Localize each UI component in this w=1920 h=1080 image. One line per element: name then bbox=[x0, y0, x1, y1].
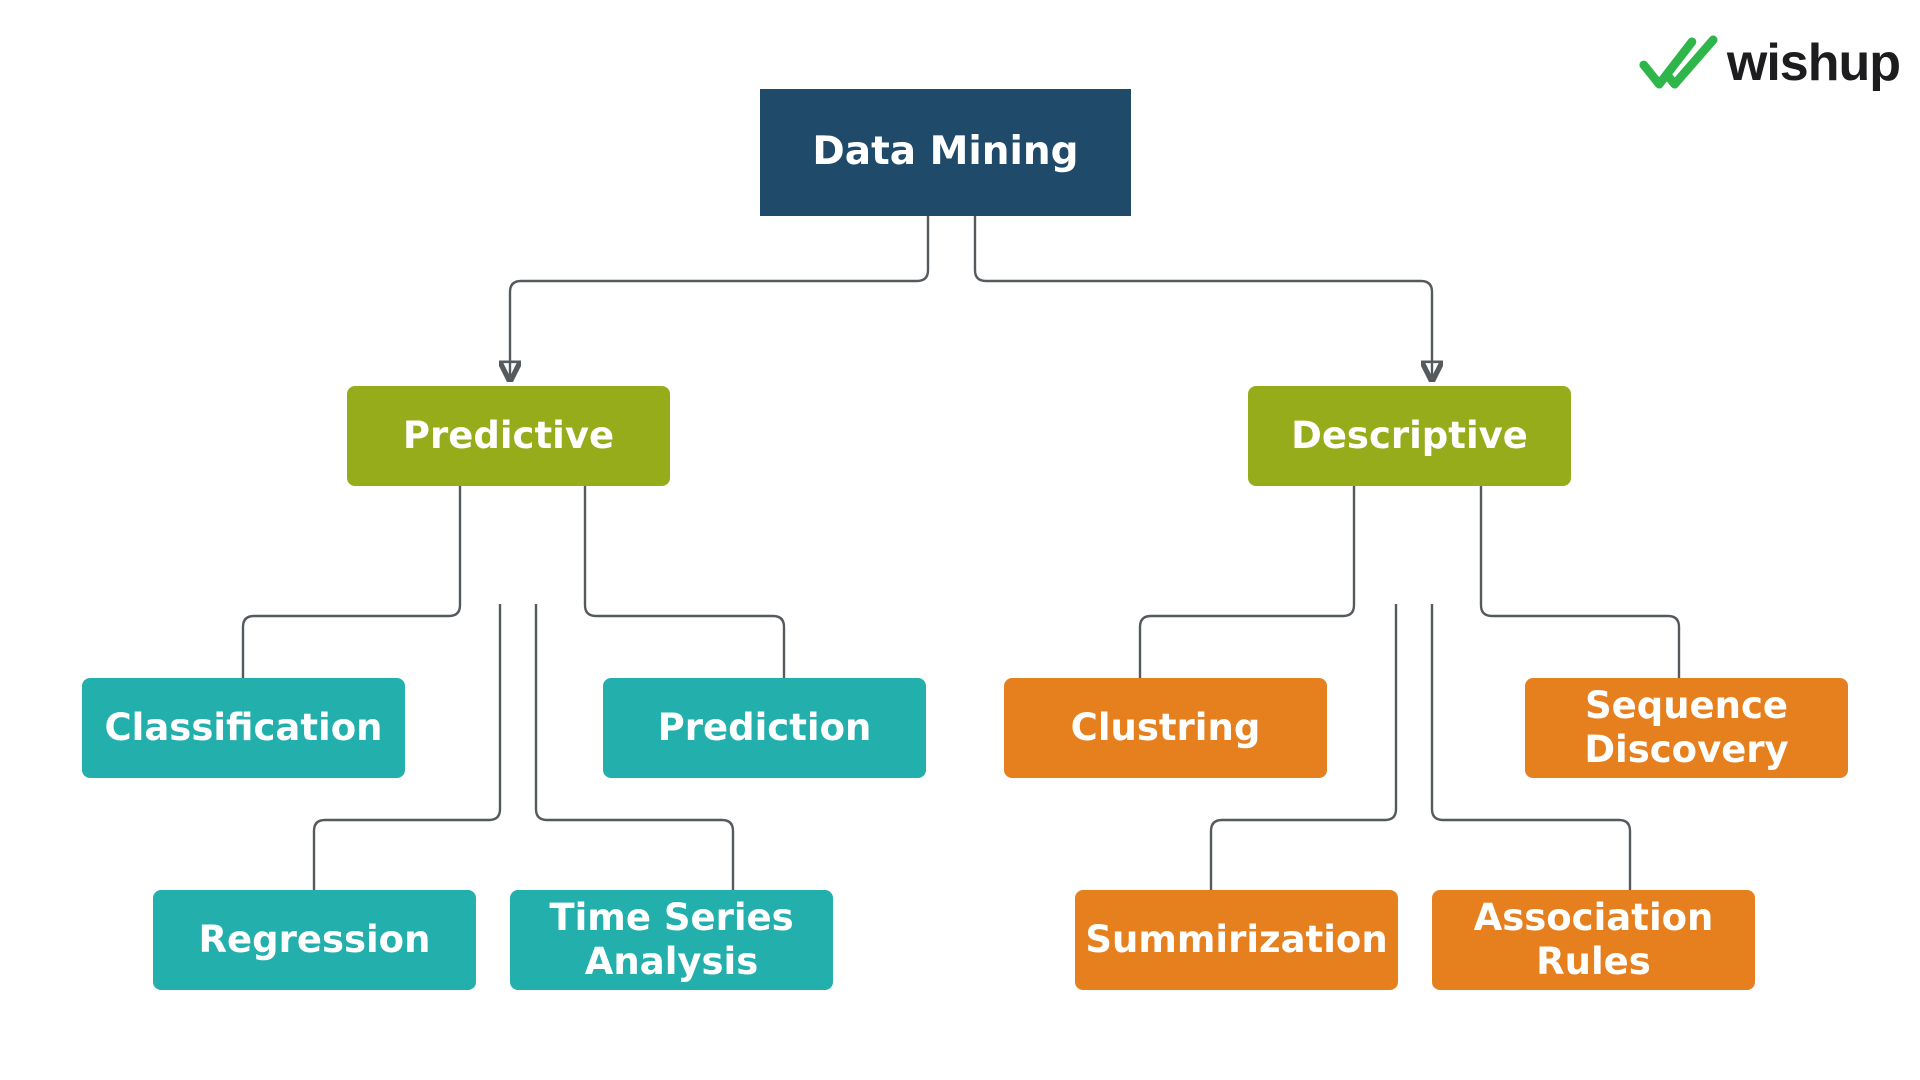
edge-predictive-prediction bbox=[583, 486, 786, 678]
double-check-icon bbox=[1639, 35, 1718, 89]
leaf-node-summirization: Summirization bbox=[1075, 890, 1398, 990]
edge-descriptive-association-rules bbox=[1430, 604, 1632, 890]
root-node-label: Data Mining bbox=[812, 129, 1079, 175]
branch-node-label: Descriptive bbox=[1291, 414, 1528, 458]
leaf-node-label: Regression bbox=[198, 918, 431, 962]
leaf-node-label: Sequence Discovery bbox=[1584, 684, 1789, 771]
wishup-logo: wishup bbox=[1638, 28, 1901, 98]
leaf-node-label: Association Rules bbox=[1473, 896, 1714, 983]
edge-root-descriptive bbox=[973, 216, 1432, 380]
leaf-node-label: Classification bbox=[104, 706, 383, 750]
leaf-node-label: Clustring bbox=[1070, 706, 1261, 750]
leaf-node-association-rules: Association Rules bbox=[1432, 890, 1755, 990]
edge-root-predictive bbox=[510, 216, 930, 380]
leaf-node-regression: Regression bbox=[153, 890, 476, 990]
edge-predictive-classification bbox=[241, 486, 462, 678]
edge-predictive-regression bbox=[312, 604, 502, 890]
leaf-node-time-series-analysis: Time Series Analysis bbox=[510, 890, 833, 990]
brand-name: wishup bbox=[1726, 34, 1901, 92]
leaf-node-classification: Classification bbox=[82, 678, 405, 778]
leaf-node-label: Summirization bbox=[1085, 918, 1388, 962]
leaf-node-prediction: Prediction bbox=[603, 678, 926, 778]
edge-predictive-time-series bbox=[534, 604, 735, 890]
edge-descriptive-sequence-discovery bbox=[1479, 486, 1681, 678]
edge-descriptive-clustring bbox=[1138, 486, 1356, 678]
branch-node-predictive: Predictive bbox=[347, 386, 670, 486]
leaf-node-label: Prediction bbox=[657, 706, 872, 750]
branch-node-descriptive: Descriptive bbox=[1248, 386, 1571, 486]
leaf-node-label: Time Series Analysis bbox=[549, 896, 794, 983]
leaf-node-clustring: Clustring bbox=[1004, 678, 1327, 778]
root-node-data-mining: Data Mining bbox=[760, 89, 1131, 216]
branch-node-label: Predictive bbox=[402, 414, 615, 458]
leaf-node-sequence-discovery: Sequence Discovery bbox=[1525, 678, 1848, 778]
edge-descriptive-summirization bbox=[1209, 604, 1398, 890]
